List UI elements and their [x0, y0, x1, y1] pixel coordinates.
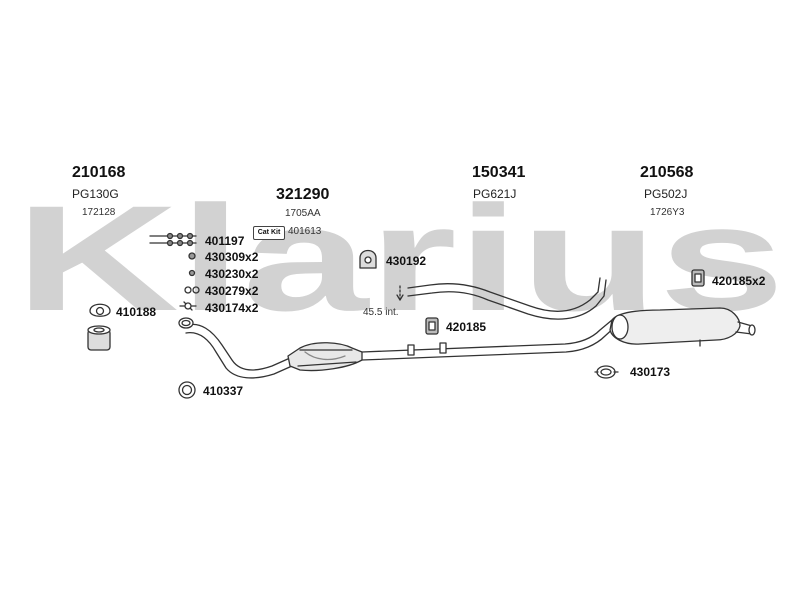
- bolt-icons-401197: [149, 232, 197, 247]
- rubber-mount-icon-420185x2: [691, 269, 705, 287]
- washer-icon-430279: [184, 286, 200, 294]
- part-430192: 430192: [386, 254, 427, 268]
- part-430309: 430309x2: [205, 250, 259, 264]
- clamp-icon-430173: [594, 365, 619, 379]
- rear-silencer-alt-ref: 1726Y3: [650, 207, 685, 218]
- intermediate-pipe: [361, 319, 617, 361]
- catalyst-code: 321290: [276, 186, 330, 203]
- rear-silencer-code: 210568: [640, 164, 694, 181]
- part-430173: 430173: [630, 365, 671, 379]
- mount-icon-410188: [87, 325, 111, 351]
- gasket-icon-410188: [89, 303, 111, 317]
- part-410337: 410337: [203, 384, 244, 398]
- cat-kit-label: Cat Kit: [253, 226, 285, 240]
- middle-pipe-ref: PG621J: [473, 187, 517, 201]
- middle-pipe: [396, 277, 607, 320]
- front-pipe-code: 210168: [72, 164, 126, 181]
- nut-icon-430309: [188, 252, 196, 260]
- part-410188: 410188: [116, 305, 157, 319]
- middle-pipe-code: 150341: [472, 164, 526, 181]
- part-430279: 430279x2: [205, 284, 259, 298]
- rear-silencer: [609, 307, 756, 347]
- rear-silencer-ref: PG502J: [644, 187, 688, 201]
- part-401197: 401197: [205, 234, 245, 248]
- ring-icon-410337: [178, 381, 196, 399]
- catalyst-ref: 1705AA: [285, 208, 321, 219]
- clamp-icon-430174: [179, 301, 197, 311]
- part-420185x2: 420185x2: [712, 274, 766, 288]
- length-note: 45.5 int.: [363, 307, 399, 318]
- catalyst-kit-ref: 401613: [288, 226, 322, 237]
- front-pipe-ref: PG130G: [72, 187, 119, 201]
- part-420185: 420185: [446, 320, 487, 334]
- nut-icon-430230: [188, 269, 196, 277]
- hanger-icon-430192: [359, 249, 377, 269]
- catalytic-converter: [287, 342, 363, 372]
- rubber-mount-icon-420185: [425, 317, 439, 335]
- part-430174: 430174x2: [205, 301, 259, 315]
- part-430230: 430230x2: [205, 267, 259, 281]
- front-pipe: [178, 317, 293, 379]
- front-pipe-alt-ref: 172128: [82, 207, 116, 218]
